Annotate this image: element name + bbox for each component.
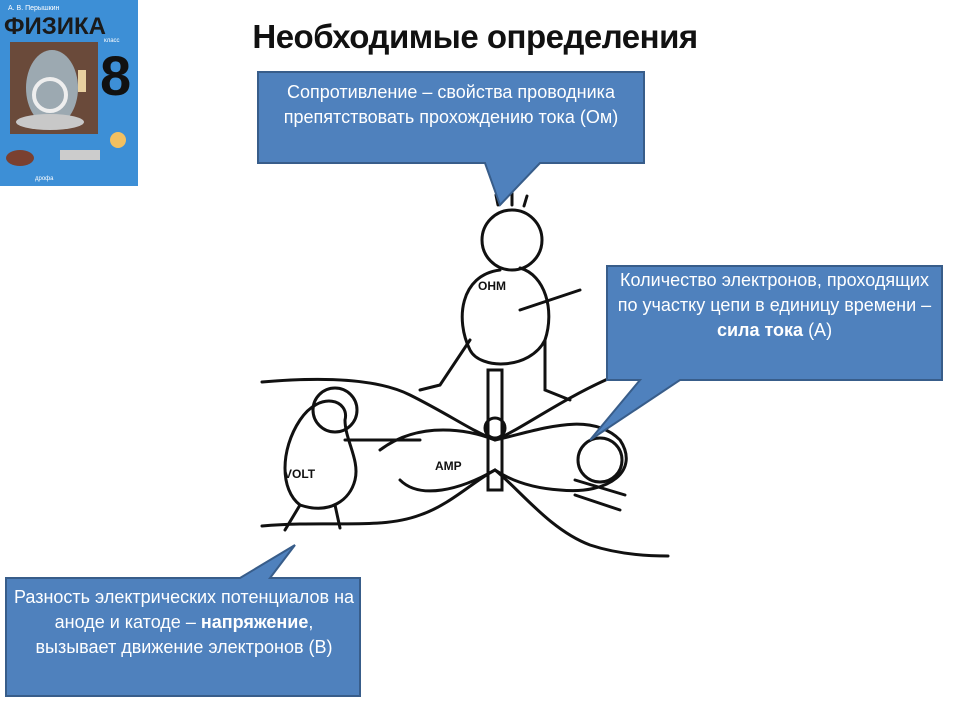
callout-voltage-text: Разность электрических потенциалов на ан…	[14, 587, 355, 632]
physics-textbook-cover: А. В. Перышкин ФИЗИКА класс 8 дрофа	[0, 0, 138, 186]
ohm-label: OHM	[478, 279, 506, 293]
callout-current-shape	[589, 265, 943, 441]
callout-current-unit: (А)	[803, 320, 833, 340]
book-publisher: дрофа	[35, 176, 54, 182]
book-grade-label: класс	[104, 38, 120, 44]
callout-current: Количество электронов, проходящих по уча…	[611, 268, 938, 343]
volt-label: VOLT	[284, 467, 316, 481]
callout-current-text: Количество электронов, проходящих по уча…	[617, 270, 932, 315]
callout-resistance-shape	[257, 71, 645, 207]
cartoon-drawing	[260, 191, 670, 558]
callout-resistance: Сопротивление – свойства проводника преп…	[283, 82, 619, 127]
callout-voltage-shape	[5, 544, 361, 697]
callout-voltage-rest: , вызывает движение электронов (В)	[35, 612, 333, 657]
callout-voltage: Разность электрических потенциалов на ан…	[14, 585, 354, 660]
amp-label: AMP	[435, 459, 462, 473]
slide-title: Необходимые определения	[252, 18, 698, 55]
callout-current-term: сила тока	[716, 320, 804, 340]
book-author: А. В. Перышкин	[8, 5, 60, 12]
callout-voltage-term: напряжение	[200, 612, 309, 632]
book-title: ФИЗИКА	[4, 13, 106, 40]
book-grade: 8	[100, 44, 131, 107]
